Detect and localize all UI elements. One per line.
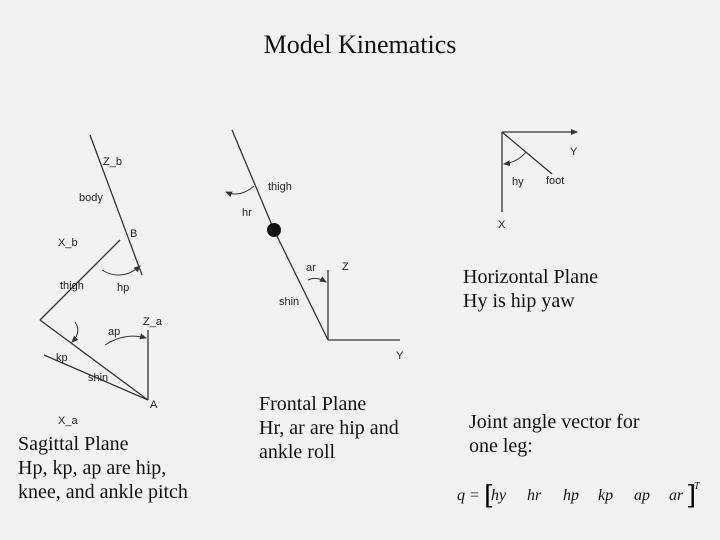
equation-superscript: T <box>694 481 701 492</box>
caption-line: one leg: <box>469 435 533 457</box>
left-bracket: [ <box>484 481 494 511</box>
equation-term: hr <box>527 487 542 504</box>
kp-arc <box>71 321 79 343</box>
label-z-b: Z_b <box>103 156 122 168</box>
caption-line: Joint angle vector for <box>469 411 640 433</box>
ar-arc <box>307 276 327 283</box>
caption-line: ankle roll <box>259 441 336 463</box>
label-b: B <box>130 228 137 240</box>
label-body: body <box>79 192 103 204</box>
label-z: Z <box>342 261 349 273</box>
equation-term: kp <box>598 487 613 504</box>
foot-line <box>501 131 553 175</box>
equation-term: hy <box>491 487 507 504</box>
caption-line: Horizontal Plane <box>463 266 598 288</box>
label-ar: ar <box>306 262 316 274</box>
label-z-a: Z_a <box>143 316 163 328</box>
equation-term: ap <box>634 487 650 504</box>
label-foot: foot <box>546 175 564 187</box>
foot-x-line <box>43 354 149 401</box>
label-thigh: thigh <box>60 280 84 292</box>
caption-line: Hr, ar are hip and <box>259 417 399 439</box>
joint-angle-equation: q = [ hy hr hp kp ap ar ] T <box>457 481 701 511</box>
thigh-line <box>39 239 121 321</box>
caption-line: Sagittal Plane <box>18 433 129 455</box>
sagittal-diagram: Z_b body X_b B thigh hp ap Z_a kp shin A… <box>39 134 163 427</box>
caption-line: Hp, kp, ap are hip, <box>18 457 167 479</box>
label-hr: hr <box>242 207 252 219</box>
body-axis-line <box>89 134 143 276</box>
sagittal-caption: Sagittal Plane Hp, kp, ap are hip, knee,… <box>18 432 188 504</box>
label-kp: kp <box>56 352 68 364</box>
caption-line: knee, and ankle pitch <box>18 481 188 503</box>
thigh-line <box>231 129 275 231</box>
frontal-diagram: thigh hr ar Z shin Y <box>225 129 404 362</box>
hip-joint-dot <box>267 223 281 237</box>
joint-vector-caption: Joint angle vector for one leg: <box>469 410 640 458</box>
caption-line: Frontal Plane <box>259 393 367 415</box>
label-y: Y <box>396 350 404 362</box>
shin-line <box>39 319 149 401</box>
equation-term: ar <box>669 487 684 504</box>
label-y: Y <box>570 146 578 158</box>
label-shin: shin <box>88 372 108 384</box>
label-x: X <box>498 219 506 231</box>
hy-arc <box>503 151 527 167</box>
label-thigh: thigh <box>268 181 292 193</box>
ap-arc <box>104 333 147 346</box>
label-shin: shin <box>279 296 299 308</box>
label-hp: hp <box>117 282 129 294</box>
equation-lhs: q = <box>457 487 480 504</box>
hp-arc <box>101 265 141 276</box>
horizontal-diagram: Y hy foot X <box>498 129 578 231</box>
label-a: A <box>150 399 158 411</box>
equation-term: hp <box>563 487 579 504</box>
slide-title: Model Kinematics <box>263 30 457 59</box>
label-ap: ap <box>108 326 120 338</box>
hr-arc <box>225 185 255 198</box>
label-x-a: X_a <box>58 415 78 427</box>
caption-line: Hy is hip yaw <box>463 290 575 312</box>
shin-line <box>273 229 329 341</box>
frontal-caption: Frontal Plane Hr, ar are hip and ankle r… <box>259 392 399 464</box>
horizontal-caption: Horizontal Plane Hy is hip yaw <box>463 265 598 313</box>
label-hy: hy <box>512 176 524 188</box>
right-bracket: ] <box>686 481 696 511</box>
label-x-b: X_b <box>58 237 78 249</box>
